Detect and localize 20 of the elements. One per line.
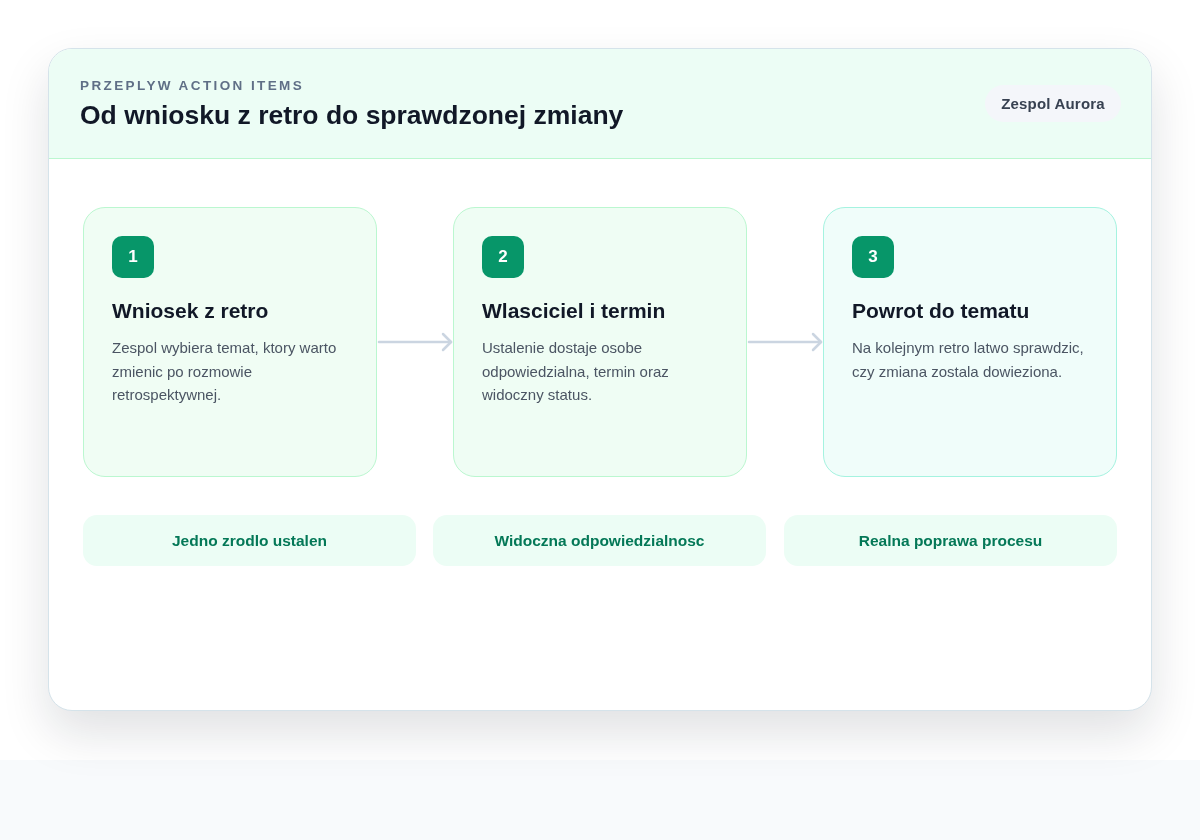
diagram-title: Od wniosku z retro do sprawdzonej zmiany — [80, 99, 624, 131]
team-tag: Zespol Aurora — [985, 85, 1121, 122]
outcome-chip: Realna poprawa procesu — [784, 515, 1117, 566]
eyebrow-label: PRZEPLYW ACTION ITEMS — [80, 78, 305, 94]
arrow — [747, 332, 823, 352]
step-number-badge: 3 — [852, 236, 894, 278]
step-description: Na kolejnym retro latwo sprawdzic, czy zmiana zostala dowieziona. — [852, 338, 1085, 382]
step-card — [83, 207, 377, 477]
step-number-badge: 2 — [482, 236, 524, 278]
step-description: Ustalenie dostaje osobe odpowiedzialna, termin oraz widoczny status. — [482, 338, 670, 405]
outcome-chip: Jedno zrodlo ustalen — [83, 515, 416, 566]
outcome-chip: Widoczna odpowiedzialnosc — [433, 515, 766, 566]
step-title: Wniosek z retro — [112, 298, 269, 324]
step-description: Zespol wybiera temat, ktory warto zmienic po rozmowie retrospektywnej. — [112, 338, 338, 405]
arrow — [377, 332, 453, 352]
step-title: Wlasciciel i termin — [482, 298, 666, 324]
step-card — [823, 207, 1117, 477]
step-title: Powrot do tematu — [852, 298, 1030, 324]
step-number-badge: 1 — [112, 236, 154, 278]
step-card — [453, 207, 747, 477]
